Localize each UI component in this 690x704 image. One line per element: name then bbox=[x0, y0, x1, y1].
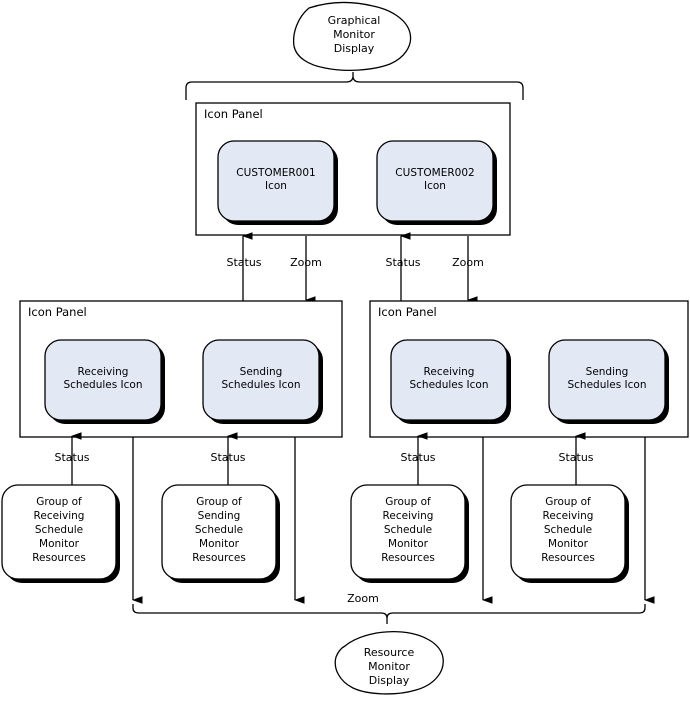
group-receiving-1-shape[interactable] bbox=[1, 484, 120, 583]
graphical-monitor-display-shape bbox=[292, 1, 412, 71]
group-receiving-3-shape[interactable] bbox=[510, 484, 629, 583]
right-receiving-schedules-icon-shape[interactable] bbox=[390, 339, 511, 424]
customer001-icon-shape[interactable] bbox=[217, 140, 338, 225]
customer002-icon-shape[interactable] bbox=[376, 140, 497, 225]
top-brace bbox=[185, 72, 524, 100]
group-receiving-2-shape[interactable] bbox=[350, 484, 469, 583]
left-receiving-schedules-icon-shape[interactable] bbox=[44, 339, 165, 424]
left-sending-schedules-icon-shape[interactable] bbox=[202, 339, 323, 424]
resource-monitor-display-shape bbox=[334, 630, 444, 695]
right-sending-schedules-icon-shape[interactable] bbox=[548, 339, 669, 424]
bottom-brace bbox=[132, 604, 646, 624]
group-sending-1-shape[interactable] bbox=[161, 484, 280, 583]
